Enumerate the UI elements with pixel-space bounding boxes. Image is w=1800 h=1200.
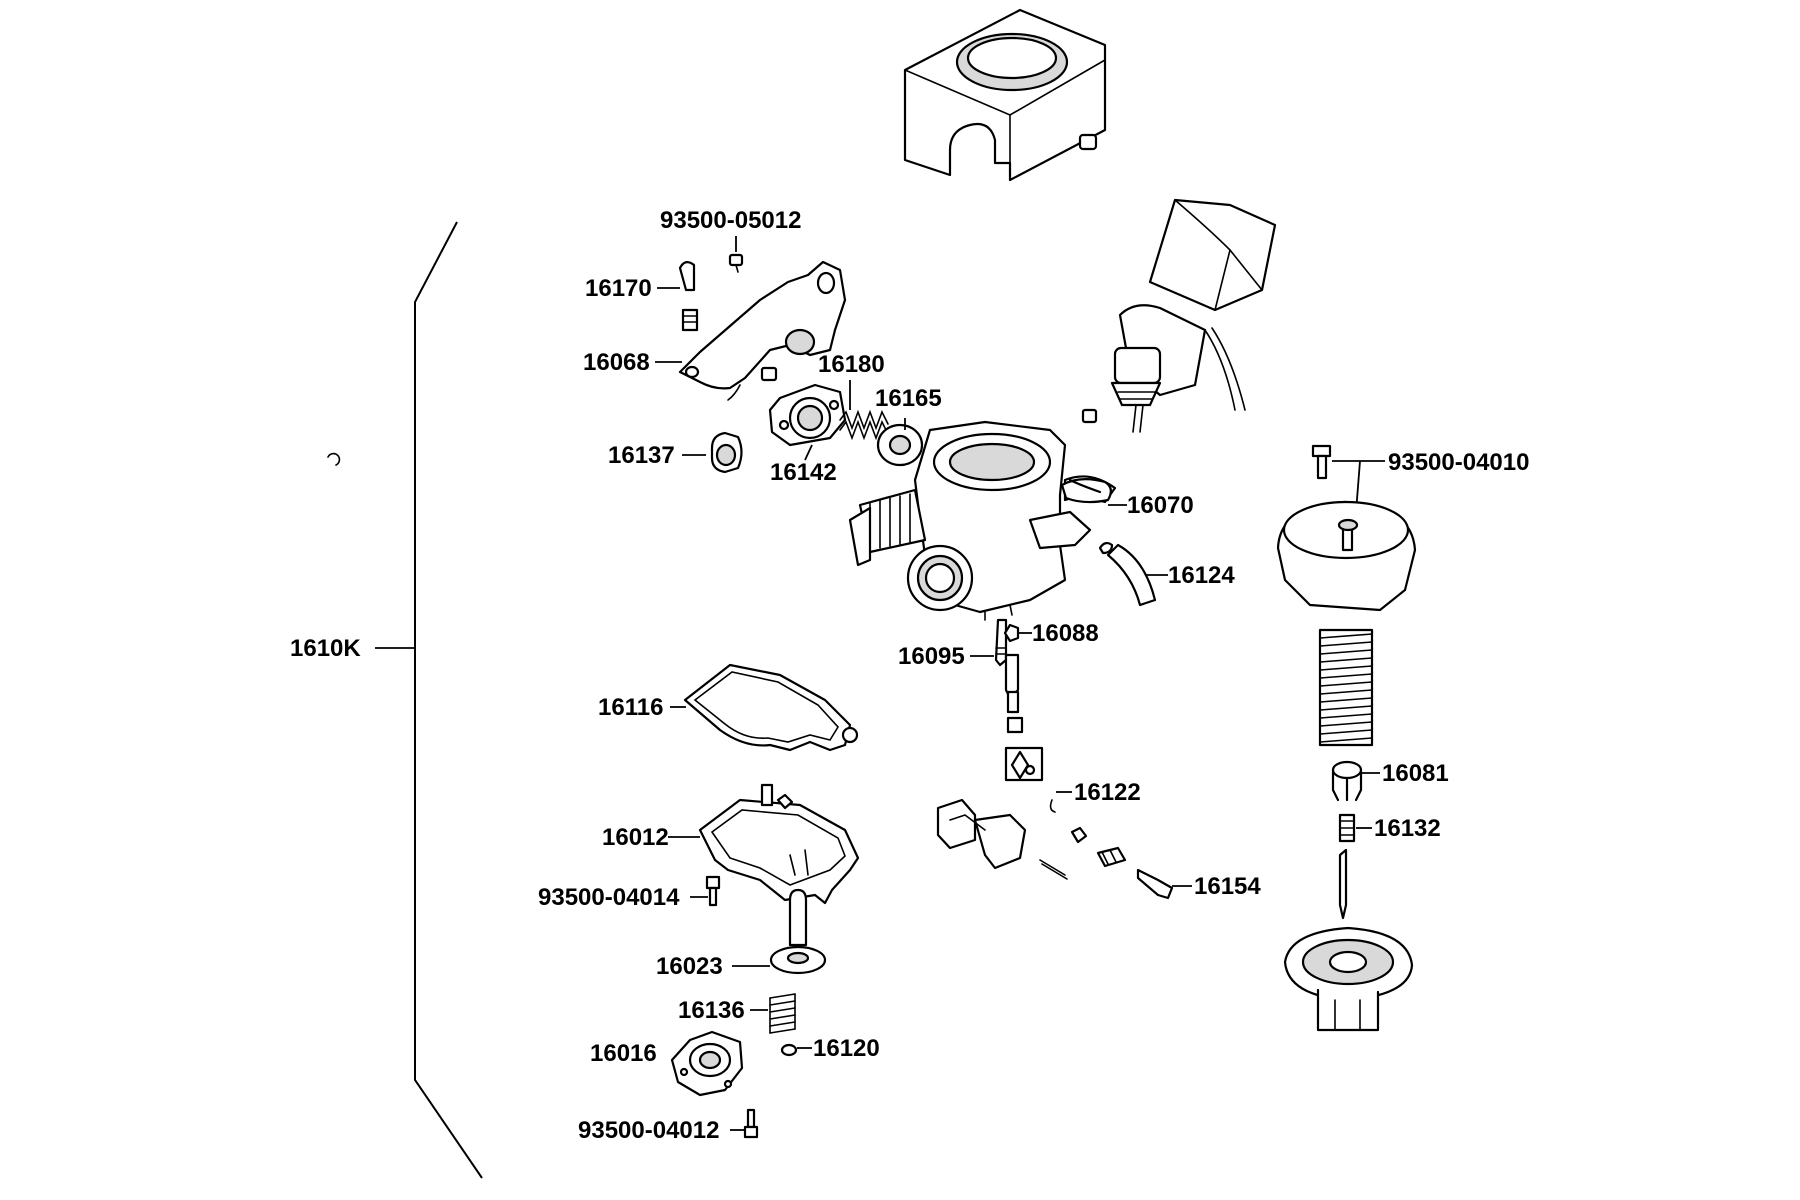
cover-16016: 16016 — [590, 1030, 744, 1097]
label-16016: 16016 — [590, 1040, 657, 1067]
assembly-bracket: 1610K — [290, 221, 483, 1179]
gasket-16116: 16116 — [598, 663, 859, 752]
hose-16124: 16124 — [1098, 541, 1235, 607]
label-16165: 16165 — [875, 385, 942, 412]
label-16023: 16023 — [656, 953, 723, 980]
label-16154: 16154 — [1194, 873, 1261, 900]
label-16012: 16012 — [602, 824, 669, 851]
label-16116: 16116 — [598, 694, 663, 721]
clip-16070: 16070 — [1060, 478, 1194, 519]
label-16120: 16120 — [813, 1035, 880, 1062]
screw-93500-05012: 93500-05012 — [660, 207, 801, 273]
label-16137: 16137 — [608, 442, 675, 469]
auto-choke-part — [1081, 198, 1277, 433]
float-bowl-16012: 16012 — [602, 783, 860, 905]
label-16132: 16132 — [1374, 815, 1441, 842]
label-93500-04014: 93500-04014 — [538, 884, 680, 911]
label-16088: 16088 — [1032, 620, 1099, 647]
label-16081: 16081 — [1382, 760, 1449, 787]
label-93500-04010: 93500-04010 — [1388, 449, 1529, 476]
label-16095: 16095 — [898, 643, 965, 670]
oring-16120: 16120 — [780, 1035, 880, 1062]
spring-main — [1318, 628, 1374, 747]
choke-cover-parts: 16142 16180 16165 — [760, 351, 942, 486]
slide-assembly-parts: 93500-04010 16081 16132 — [1276, 444, 1529, 1032]
label-16136: 16136 — [678, 997, 745, 1024]
label-16070: 16070 — [1127, 492, 1194, 519]
float-parts: 16122 16154 — [936, 779, 1261, 900]
label-93500-05012: 93500-05012 — [660, 207, 801, 234]
label-16068: 16068 — [583, 349, 650, 376]
label-16124: 16124 — [1168, 562, 1235, 589]
label-16180: 16180 — [818, 351, 885, 378]
spring-16136: 16136 — [678, 993, 796, 1034]
label-16170: 16170 — [585, 275, 652, 302]
assembly-label-1610k: 1610K — [290, 635, 361, 662]
jet-parts: 16095 16088 — [898, 618, 1099, 782]
label-93500-04012: 93500-04012 — [578, 1117, 719, 1144]
label-16122: 16122 — [1074, 779, 1141, 806]
label-16142: 16142 — [770, 459, 837, 486]
small-clip-mark — [327, 452, 341, 466]
screw-93500-04014: 93500-04014 — [538, 875, 721, 911]
screw-93500-04012: 93500-04012 — [578, 1108, 759, 1144]
cap-16137: 16137 — [608, 431, 743, 474]
throttle-lever-part: 16170 16068 — [583, 260, 847, 401]
top-cover-part — [903, 8, 1107, 182]
diaphragm-16023: 16023 — [656, 888, 827, 980]
